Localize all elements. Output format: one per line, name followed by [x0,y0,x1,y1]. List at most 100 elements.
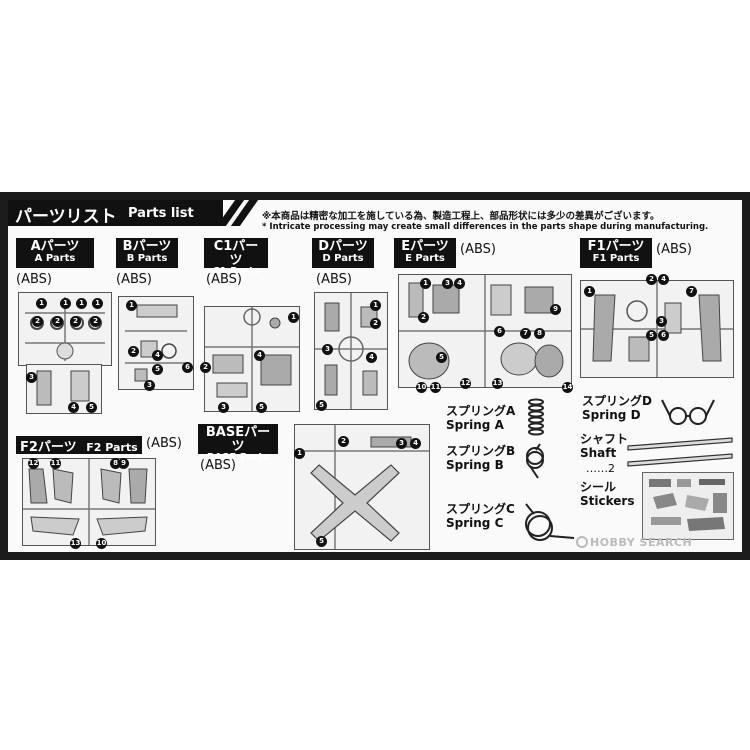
part-number: 5 [256,402,267,413]
part-number: 5 [86,402,97,413]
part-number: 1 [76,298,87,309]
part-number: 9 [118,458,129,469]
tag-en: C1 Parts [212,266,260,278]
part-number: 2 [32,316,43,327]
part-number: 3 [144,380,155,391]
runner-base-drawing [295,425,429,549]
part-number: 2 [646,274,657,285]
part-number: 4 [366,352,377,363]
part-number: 4 [658,274,669,285]
part-number: 1 [36,298,47,309]
part-number: 6 [494,326,505,337]
spring-b-icon [526,443,544,479]
tag-b-parts: Bパーツ B Parts [116,238,178,268]
part-number: 1 [288,312,299,323]
tag-jp: F1パーツ [587,239,645,254]
tag-f1-parts: F1パーツ F1 Parts [580,238,652,268]
runner-f2-drawing [23,459,155,545]
tag-jp: Aパーツ [30,239,80,254]
part-number: 2 [90,316,101,327]
runner-c1-drawing [205,307,299,411]
label-jp: シャフト [580,432,629,446]
tag-en: D Parts [322,252,364,264]
part-number: 4 [454,278,465,289]
part-number: 4 [68,402,79,413]
tag-jp: Bパーツ [122,239,172,254]
part-number: 3 [442,278,453,289]
part-number: 7 [686,286,697,297]
part-number: 1 [92,298,103,309]
label-spring-a: スプリングA Spring A [446,404,515,433]
sticker-sheet-drawing [649,479,727,531]
tag-base-parts: BASEパーツ BASE Parts [198,424,278,463]
tag-jp: BASEパーツ [205,425,271,454]
runner-a-drawing [25,297,105,361]
notice-en: * Intricate processing may create small … [262,222,709,232]
label-en: Spring A [446,418,504,433]
part-number: 13 [70,538,81,549]
part-number: 14 [562,382,573,393]
shaft-icon [627,437,733,467]
hobby-search-logo-icon [576,536,588,548]
tag-a-parts: Aパーツ A Parts [16,238,94,268]
part-number: 12 [460,378,471,389]
material-f2: (ABS) [146,436,182,451]
runner-f1-drawing [581,281,733,377]
tag-en: B Parts [126,252,168,264]
runner-base [294,424,430,550]
part-number: 3 [26,372,37,383]
label-spring-b: スプリングB Spring B [446,444,515,473]
notice-jp: ※本商品は精密な加工を施している為、製造工程上、部品形状には多少の差異がございま… [262,211,660,222]
part-number: 9 [550,304,561,315]
runner-e-drawing [399,275,571,387]
tag-jp: Eパーツ [401,239,449,254]
part-number: 4 [410,438,421,449]
label-jp: スプリングA [446,404,516,418]
tag-jp: F2パーツ [20,440,77,455]
part-number: 1 [126,300,137,311]
tag-en: F2 Parts [86,441,138,454]
tag-en: E Parts [405,252,445,264]
sticker-sheet [642,472,734,540]
label-en: Shaft [580,446,617,461]
runner-f1 [580,280,734,378]
label-stickers: シール Stickers [580,480,634,509]
part-number: 5 [436,352,447,363]
material-b: (ABS) [116,272,152,287]
part-number: 10 [416,382,427,393]
part-number: 2 [370,318,381,329]
part-number: 2 [200,362,211,373]
title-en: Parts list [128,206,194,221]
part-number: 11 [430,382,441,393]
label-spring-d: スプリングD Spring D [582,394,652,423]
part-number: 2 [418,312,429,323]
part-number: 3 [396,438,407,449]
part-number: 2 [128,346,139,357]
tag-jp: C1パーツ [213,239,259,268]
runner-f2 [22,458,156,546]
label-shaft: シャフト Shaft ……2 [580,432,628,475]
tag-c1-parts: C1パーツ C1 Parts [204,238,268,277]
runner-d-drawing [315,293,387,409]
part-number: 13 [492,378,503,389]
material-e: (ABS) [460,242,496,257]
part-number: 5 [646,330,657,341]
part-number: 8 [110,458,121,469]
part-number: 4 [254,350,265,361]
tag-en: BASE Parts [206,452,270,464]
tag-en: F1 Parts [592,252,640,264]
label-en: Spring D [582,408,641,423]
tag-e-parts: Eパーツ E Parts [394,238,456,268]
label-jp: スプリングC [446,502,515,516]
tag-d-parts: Dパーツ D Parts [312,238,374,268]
spring-a-icon [528,398,544,436]
part-number: 1 [294,448,305,459]
part-number: 1 [584,286,595,297]
runner-a-lower-drawing [36,370,90,406]
spring-d-icon [661,399,715,425]
tag-en: A Parts [34,252,76,264]
part-number: 3 [322,344,333,355]
part-number: 3 [656,316,667,327]
label-en: Spring C [446,516,504,531]
runner-d [314,292,388,410]
